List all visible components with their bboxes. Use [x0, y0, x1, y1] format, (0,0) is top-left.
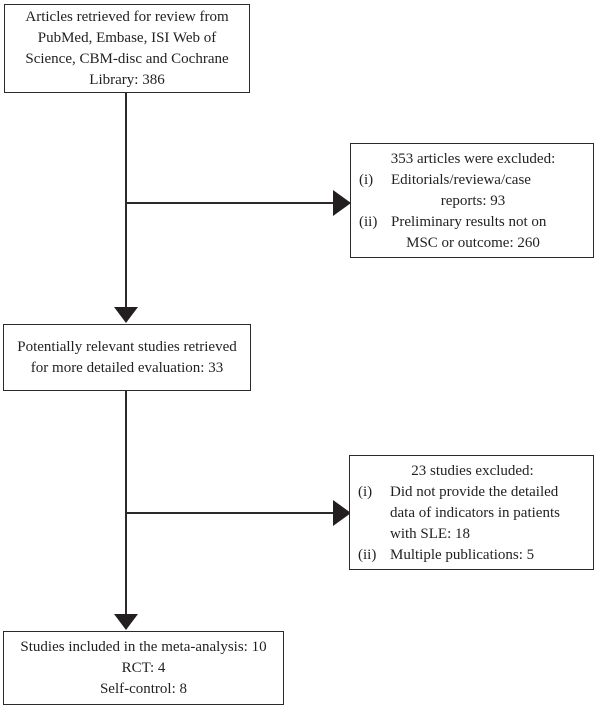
included-line: RCT: 4 [121, 659, 166, 676]
excluded-studies-box: 23 studies excluded: (i) Did not provide… [349, 455, 594, 570]
arrow-down-icon [114, 307, 138, 323]
item-continuation: reports: 93 [440, 193, 506, 209]
arrow-right-icon [333, 190, 351, 216]
item-text: data of indicators in patients [390, 505, 560, 521]
item-marker: (i) [359, 172, 374, 188]
arrow-right-icon [333, 500, 351, 526]
item-text: Preliminary results not on [391, 214, 547, 230]
source-line: Articles retrieved for review from [25, 8, 229, 25]
relevant-line: Potentially relevant studies retrieved [17, 338, 237, 355]
excluded-articles-title: 353 articles were excluded: [390, 151, 556, 167]
included-studies-box: Studies included in the meta-analysis: 1… [3, 631, 284, 705]
item-text: Multiple publications: 5 [390, 547, 535, 563]
item-text-block: Did not provide the detailed data of ind… [390, 482, 560, 545]
connector-vertical-1 [125, 93, 127, 308]
item-continuation: MSC or outcome: 260 [406, 235, 540, 251]
connector-horizontal-1 [126, 202, 334, 204]
item-text: Did not provide the detailed [390, 484, 559, 500]
source-line: PubMed, Embase, ISI Web of [37, 29, 217, 46]
item-marker: (ii) [358, 547, 377, 563]
source-line: Library: 386 [89, 71, 165, 88]
connector-vertical-2 [125, 391, 127, 616]
relevant-line: for more detailed evaluation: 33 [30, 359, 224, 376]
connector-horizontal-2 [126, 512, 334, 514]
excluded-item: (i) Editorials/reviewa/case [359, 170, 587, 191]
item-text: Editorials/reviewa/case [391, 172, 531, 188]
item-marker: (ii) [359, 214, 378, 230]
excluded-item: (ii) Preliminary results not on [359, 212, 587, 233]
excluded-studies-title: 23 studies excluded: [411, 463, 534, 479]
excluded-item: (ii) Multiple publications: 5 [358, 545, 587, 566]
included-line: Studies included in the meta-analysis: 1… [20, 638, 267, 655]
source-line: Science, CBM-disc and Cochrane [25, 50, 229, 67]
excluded-articles-box: 353 articles were excluded: (i) Editoria… [350, 143, 594, 258]
source-box: Articles retrieved for review from PubMe… [4, 4, 250, 93]
excluded-item: (i) Did not provide the detailed data of… [358, 482, 587, 545]
arrow-down-icon [114, 614, 138, 630]
included-line: Self-control: 8 [99, 680, 188, 697]
relevant-studies-box: Potentially relevant studies retrieved f… [3, 324, 251, 391]
item-text: with SLE: 18 [390, 526, 471, 542]
item-marker: (i) [358, 484, 373, 500]
